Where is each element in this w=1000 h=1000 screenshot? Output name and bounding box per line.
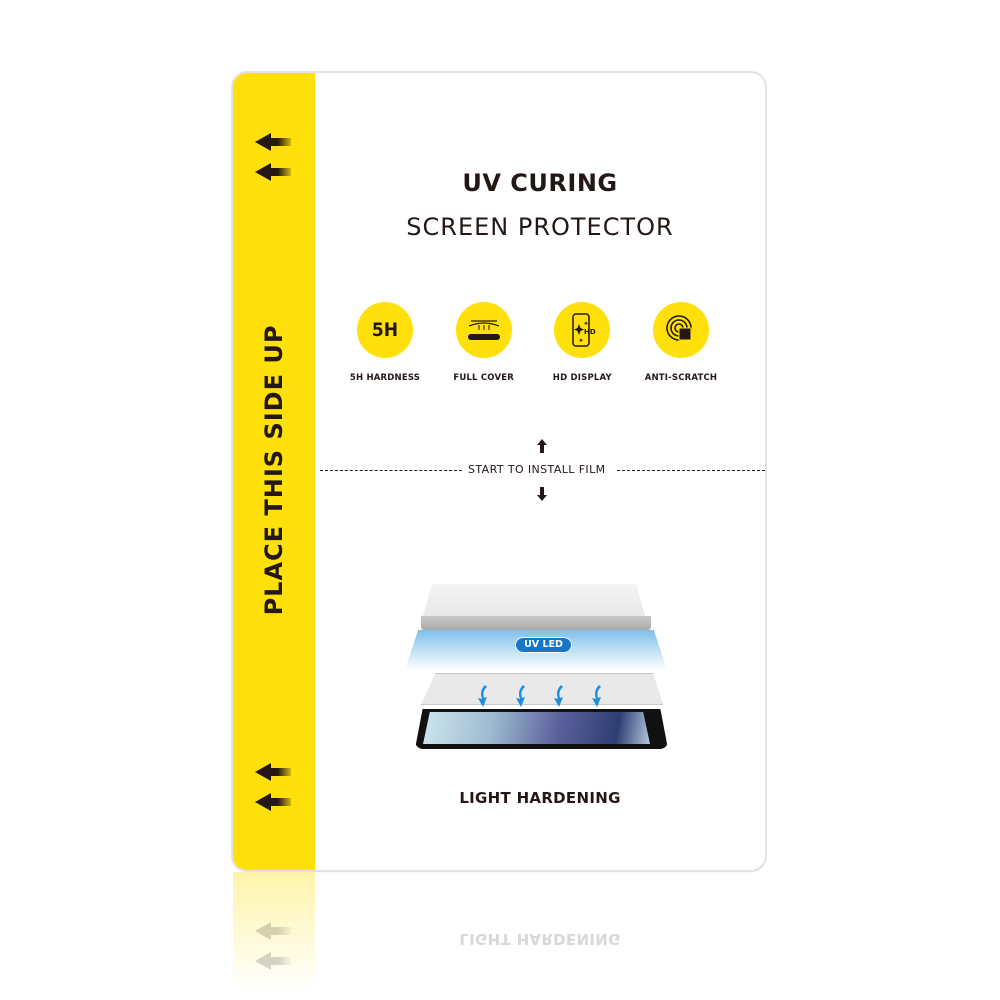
up-arrow-icon (537, 439, 547, 453)
anti-scratch-icon (652, 302, 709, 358)
feature-label: ANTI-SCRATCH (644, 373, 718, 383)
reflected-arrows (255, 922, 293, 982)
product-subtitle: SCREEN PROTECTOR (406, 213, 674, 241)
bottom-arrows (255, 763, 295, 823)
feature-list: 5H 5H HARDNESS FULL COVER (337, 302, 729, 383)
protector-film (421, 673, 663, 705)
curved-down-arrow-icon (478, 685, 487, 707)
5h-hardness-icon: 5H (357, 302, 413, 358)
curved-down-arrow-icon (592, 685, 601, 707)
yellow-side-strip: PLACE THIS SIDE UP (233, 73, 315, 870)
hd-display-icon: HD (554, 302, 611, 358)
light-hardening-label: LIGHT HARDENING (459, 789, 621, 807)
svg-text:HD: HD (584, 328, 596, 336)
install-instruction: START TO INSTALL FILM (468, 463, 606, 476)
product-title: UV CURING (462, 169, 618, 197)
uv-curing-illustration: UV LED (405, 581, 668, 753)
dashed-line-left (320, 470, 462, 471)
left-arrow-icon (255, 133, 293, 151)
feature-label: FULL COVER (453, 373, 514, 383)
curved-down-arrow-icon (516, 685, 525, 707)
uv-led-badge: UV LED (515, 637, 572, 653)
left-arrow-icon (255, 952, 293, 970)
feature-label: 5H HARDNESS (349, 373, 421, 383)
feature-full-cover: FULL COVER (436, 302, 532, 383)
left-arrow-icon (255, 763, 293, 781)
left-arrow-icon (255, 922, 293, 940)
dashed-line-right (617, 470, 765, 471)
uv-lamp (423, 584, 645, 616)
feature-anti-scratch: ANTI-SCRATCH (633, 302, 729, 383)
product-card: PLACE THIS SIDE UP UV CURING SCREEN PROT… (233, 73, 765, 870)
feature-5h-hardness: 5H 5H HARDNESS (337, 302, 433, 383)
left-arrow-icon (255, 793, 293, 811)
place-this-side-up-label: PLACE THIS SIDE UP (260, 324, 288, 616)
left-arrow-icon (255, 163, 293, 181)
feature-hd-display: HD HD DISPLAY (534, 302, 630, 383)
phone-screen (423, 712, 650, 744)
top-arrows (255, 133, 295, 193)
card-content: UV CURING SCREEN PROTECTOR 5H 5H HARDNES… (315, 73, 765, 870)
feature-label: HD DISPLAY (552, 373, 612, 383)
down-arrow-icon (537, 487, 547, 501)
install-divider: START TO INSTALL FILM (315, 437, 765, 507)
curved-down-arrow-icon (554, 685, 563, 707)
full-cover-icon (455, 302, 512, 358)
reflected-label: LIGHT HARDENING (459, 930, 621, 948)
card-reflection: LIGHT HARDENING (233, 872, 765, 1000)
